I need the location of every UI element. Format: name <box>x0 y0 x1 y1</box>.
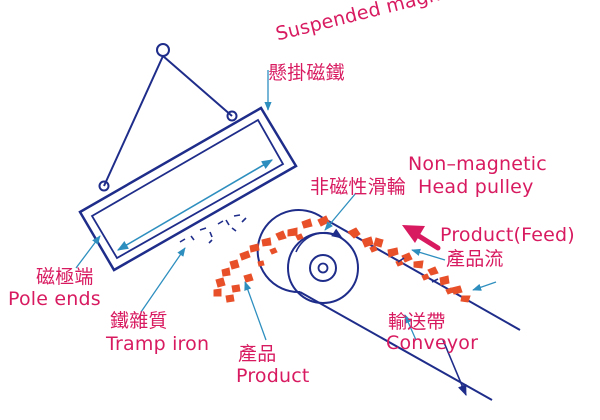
leader-pole-ends <box>75 235 101 269</box>
lifting-ring-icon <box>156 43 170 57</box>
head-pulley <box>287 232 359 304</box>
leader-head-pulley <box>324 192 357 231</box>
leader-product <box>244 281 267 341</box>
label-pole-ends-en: Pole ends <box>8 288 101 310</box>
label-product-feed-en: Product(Feed) <box>440 224 575 246</box>
magnet-lug-left <box>98 180 110 192</box>
tramp-iron-particles <box>179 214 247 244</box>
product-feed-stream <box>347 227 471 303</box>
product-discharge-stream <box>213 215 330 303</box>
leader-product-feed <box>411 248 446 261</box>
suspension-chain-right <box>162 55 233 117</box>
leader-conveyor-belt <box>472 281 497 291</box>
label-non-magnetic: Non–magnetic <box>408 153 547 175</box>
suspended-magnet <box>78 106 298 272</box>
label-product-en: Product <box>236 365 310 387</box>
pulley-hub <box>309 254 337 282</box>
label-head-pulley-cn: 非磁性滑輪 <box>310 176 407 198</box>
leader-conveyor <box>404 314 417 341</box>
label-pole-ends-cn: 磁極端 <box>36 266 94 288</box>
magnet-body-outer <box>78 106 298 272</box>
suspension-chain-left <box>103 55 164 187</box>
label-tramp-iron-cn: 鐵雜質 <box>110 310 168 332</box>
pulley-axle <box>317 262 329 274</box>
conveyor-direction-arrow <box>442 339 467 397</box>
pulley-rotation-arrow <box>295 228 343 253</box>
label-conveyor-cn: 輸送帶 <box>388 311 446 333</box>
label-tramp-iron-en: Tramp iron <box>106 333 210 355</box>
tramp-iron-on-belt <box>397 257 439 283</box>
label-suspended-magnet-cn: 懸掛磁鐵 <box>268 62 345 84</box>
magnet-body-inner <box>90 118 285 260</box>
magnet-lug-right <box>226 110 238 122</box>
leader-lines <box>75 70 497 341</box>
belt-wrap <box>256 209 324 294</box>
label-head-pulley-en: Head pulley <box>418 176 534 198</box>
magnet-field-line <box>117 159 273 251</box>
label-product-feed-cn: 產品流 <box>446 248 504 270</box>
leader-tramp-iron <box>140 247 186 313</box>
label-conveyor-en: Conveyor <box>386 332 479 354</box>
magnet-suspension <box>98 43 238 192</box>
label-product-cn: 產品 <box>238 343 277 365</box>
pulley-rim <box>287 232 359 304</box>
feed-direction-arrow-icon <box>402 225 441 251</box>
